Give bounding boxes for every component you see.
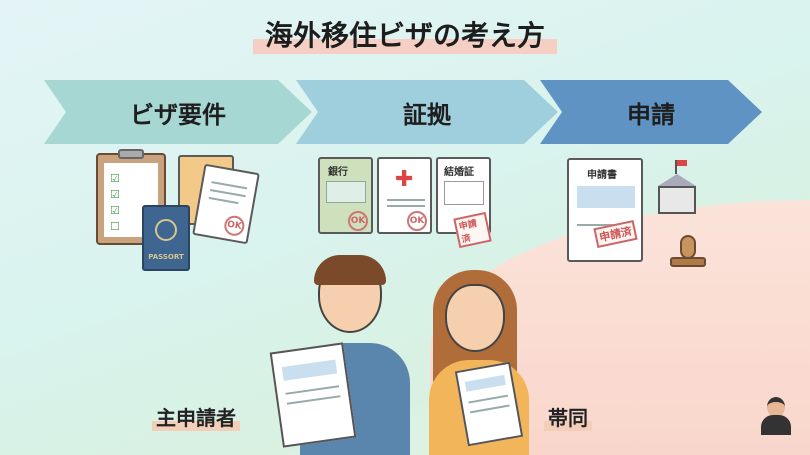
main-applicant-illustration xyxy=(269,255,420,455)
passport-label: PASSORT xyxy=(148,253,184,261)
stamp-tool-icon xyxy=(668,235,708,271)
step-label: 証拠 xyxy=(403,100,451,129)
medical-cross-icon: ✚ xyxy=(395,167,414,192)
ok-stamp: OK xyxy=(348,211,368,231)
presenter-avatar xyxy=(758,395,794,435)
ok-stamp: OK xyxy=(407,211,427,231)
marriage-certificate-icon: 結婚証 申請済 xyxy=(436,157,492,249)
marriage-label: 結婚証 xyxy=(444,167,474,178)
ok-stamp: OK xyxy=(222,214,246,238)
bank-label: 銀行 xyxy=(328,167,348,178)
embassy-building-icon xyxy=(656,160,698,214)
passport-icon: PASSORT xyxy=(142,205,190,271)
bank-statement-icon: 銀行 OK xyxy=(318,157,373,234)
approved-document-icon: OK xyxy=(192,163,260,245)
step-label: ビザ要件 xyxy=(130,100,226,129)
main-applicant-label: 主申請者 xyxy=(152,402,240,431)
accompanying-spouse-illustration xyxy=(425,270,535,455)
step-evidence: 証拠 xyxy=(296,80,558,144)
step-label: 申請 xyxy=(627,100,675,129)
step-visa-requirements: ビザ要件 xyxy=(44,80,312,144)
applied-stamp: 申請済 xyxy=(453,211,492,249)
page-title: 海外移住ビザの考え方 xyxy=(252,14,557,54)
step-application: 申請 xyxy=(540,80,762,144)
application-form-label: 申請書 xyxy=(587,170,617,181)
accompany-label: 帯同 xyxy=(544,402,592,431)
medical-certificate-icon: ✚ OK xyxy=(377,157,432,234)
application-form-icon: 申請書 申請済 xyxy=(567,158,643,262)
